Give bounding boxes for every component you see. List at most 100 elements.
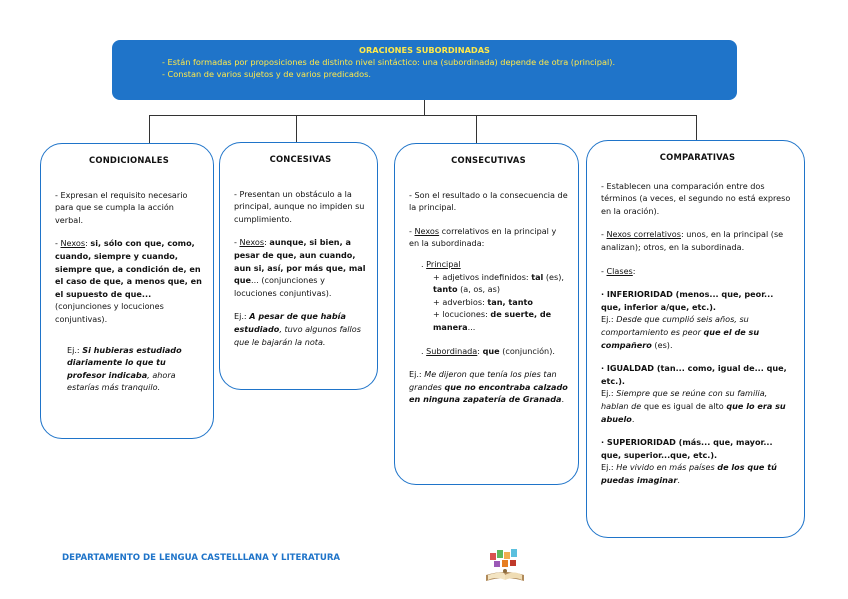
comparativas-inf-ej-italic: Desde que cumplió seis años, su comporta… [601,314,749,337]
concesivas-ej-bold: A pesar de que había estudiado [234,311,346,334]
consecutivas-nexos-label: Nexos [414,225,440,236]
consecutivas-sub-rest: (conjunción). [499,345,555,356]
consecutivas-adj-rest: (es), [543,271,564,282]
comparativas-sup-ej-end: . [677,474,680,485]
comparativas-inf-bold: (menos... que, peor... que, inferior a/q… [601,289,774,312]
book-logo-icon [486,549,524,581]
comparativas-superioridad: · SUPERIORIDAD (más... que, mayor... que… [601,436,794,486]
consecutivas-sub-sep: : [477,345,483,356]
consecutivas-loc-text: + locuciones: [433,309,491,320]
condicionales-example: Ej.: Si hubieras estudiado diariamente l… [55,344,203,394]
comparativas-clases-sep: : [632,265,636,276]
consecutivas-nexos: - Nexos correlativos en la principal y e… [409,225,568,250]
consecutivas-title: CONSECUTIVAS [451,155,526,165]
condicionales-nexos: - Nexos: si, sólo con que, como, cuando,… [55,237,203,325]
condicionales-nexos-note: (conjunciones y locuciones conjuntivas). [55,301,164,324]
concesivas-nexos-prefix: - [234,237,240,248]
comparativas-inf-ej-bold: que el de su compañero [601,326,760,350]
consecutivas-ej-italic: Me dijeron que tenía los pies tan grande… [409,369,557,392]
consecutivas-tanto-rest: (a, os, as) [457,284,501,295]
condicionales-ej-rest: , ahora estarías más tranquilo. [67,369,176,393]
comparativas-igu-bold: (tan... como, igual de... que, etc.). [601,363,787,386]
comparativas-nexos-label: Nexos correlativos [606,229,681,240]
concesivas-ej-rest: , tuvo algunos fallos que le bajarán la … [234,323,361,347]
condicionales-title: CONDICIONALES [89,155,169,165]
connector-horizontal [149,115,697,117]
consecutivas-example: Ej.: Me dijeron que tenía los pies tan g… [409,368,568,406]
consecutivas-loc: + locuciones: de suerte, de manera... [421,308,568,333]
consecutivas-principal-heading: . Principal [421,258,461,269]
condicionales-ej-label: Ej.: [67,344,83,355]
consecutivas-adj-text: + adjetivos indefinidos: [433,271,532,282]
condicionales-nexos-list: si, sólo con que, como, cuando, siempre … [55,238,202,299]
comparativas-clases-prefix: - [601,265,607,276]
consecutivas-adj-bold: tal [531,271,544,282]
concesivas-nexos-label: Nexos [239,237,265,248]
header-title: ORACIONES SUBORDINADAS [359,45,490,55]
comparativas-inf-ej-label: Ej.: [601,314,617,325]
consecutivas-adv-bold: tan, tanto [487,296,533,307]
comparativas-igu-ej-italic: Siempre que se reúne con su familia, hab… [601,388,768,411]
consecutivas-ej-label: Ej.: [409,369,425,380]
consecutivas-adv-text: + adverbios: [433,296,488,307]
box-condicionales: CONDICIONALES - Expresan el requisito ne… [40,143,214,439]
comparativas-igualdad: · IGUALDAD (tan... como, igual de... que… [601,362,794,425]
consecutivas-principal-label: Principal [426,258,461,269]
concesivas-nexos-note: ... (conjunciones y locuciones conjuntiv… [234,275,332,298]
header-line-1: - Están formadas por proposiciones de di… [162,57,616,67]
comparativas-desc: - Establecen una comparación entre dos t… [601,180,791,216]
consecutivas-subordinada: . Subordinada: que (conjunción). [421,345,555,356]
comparativas-sup-ej-bold: de los que tú puedas imaginar [601,462,777,485]
concesivas-desc: - Presentan un obstáculo a la principal,… [234,188,365,224]
comparativas-igu-ej-end: . [631,413,635,424]
condicionales-ej-bold: Si hubieras estudiado diariamente lo que… [67,344,182,380]
comparativas-sup-title: · SUPERIORIDAD [601,437,676,448]
concesivas-nexos-list: aunque, si bien, a pesar de que, aun cua… [234,237,366,286]
condicionales-nexos-sep: : [85,238,91,249]
box-concesivas: CONCESIVAS - Presentan un obstáculo a la… [219,142,378,390]
comparativas-nexos: - Nexos correlativos: unos, en la princi… [601,228,794,253]
box-consecutivas: CONSECUTIVAS - Son el resultado o la con… [394,143,579,485]
concesivas-ej-label: Ej.: [234,311,250,322]
consecutivas-sub-bold: que [482,345,500,356]
consecutivas-nexos-prefix: - [409,225,415,236]
concesivas-nexos-sep: : [264,237,270,248]
consecutivas-nexos-text: correlativos en la principal y en la sub… [409,225,557,249]
connector-consecutivas [476,115,478,143]
comparativas-clases-label: Clases [606,265,633,276]
comparativas-nexos-text: : unos, en la principal (se analizan); o… [601,229,784,252]
concesivas-title: CONCESIVAS [269,154,332,164]
connector-comparativas [696,115,698,140]
comparativas-igu-ej-bold: que lo era su abuelo [601,400,786,424]
connector-concesivas [296,115,298,143]
consecutivas-ej-bold: que no encontraba calzado en ninguna zap… [409,381,568,405]
box-comparativas: COMPARATIVAS - Establecen una comparació… [586,140,805,538]
comparativas-sup-ej-italic: He vivido en más países [616,462,718,473]
consecutivas-adj: + adjetivos indefinidos: tal (es), [421,271,568,284]
header-line-2: - Constan de varios sujetos y de varios … [162,69,371,79]
comparativas-nexos-prefix: - [601,229,607,240]
consecutivas-loc-rest: ... [467,321,476,332]
concesivas-example: Ej.: A pesar de que había estudiado, tuv… [234,310,367,348]
comparativas-inf-ej-rest: (es). [651,339,673,350]
comparativas-sup-ej-label: Ej.: [601,462,617,473]
consecutivas-desc: - Son el resultado o la consecuencia de … [409,189,568,213]
comparativas-igu-title: · IGUALDAD [601,363,654,374]
comparativas-inf-title: · INFERIORIDAD [601,289,673,300]
condicionales-nexos-label: Nexos [60,238,86,249]
department-footer: DEPARTAMENTO DE LENGUA CASTELLLANA Y LIT… [62,553,341,563]
comparativas-title: COMPARATIVAS [659,152,736,162]
connector-condicionales [149,115,151,143]
comparativas-sup-bold: (más... que, mayor... que, superior...qu… [601,437,773,460]
consecutivas-tanto: tanto (a, os, as) [421,283,568,296]
condicionales-desc: - Expresan el requisito necesario para q… [55,189,188,225]
consecutivas-adv: + adverbios: tan, tanto [421,296,568,309]
consecutivas-ej-end: . [561,394,565,405]
comparativas-igu-ej-label: Ej.: [601,388,617,399]
connector-trunk [424,100,426,116]
condicionales-nexos-prefix: - [55,238,61,249]
concesivas-nexos: - Nexos: aunque, si bien, a pesar de que… [234,236,367,299]
consecutivas-principal: . Principal + adjetivos indefinidos: tal… [409,258,568,334]
consecutivas-sub-label: Subordinada [426,345,478,356]
comparativas-inferioridad: · INFERIORIDAD (menos... que, peor... qu… [601,288,794,351]
